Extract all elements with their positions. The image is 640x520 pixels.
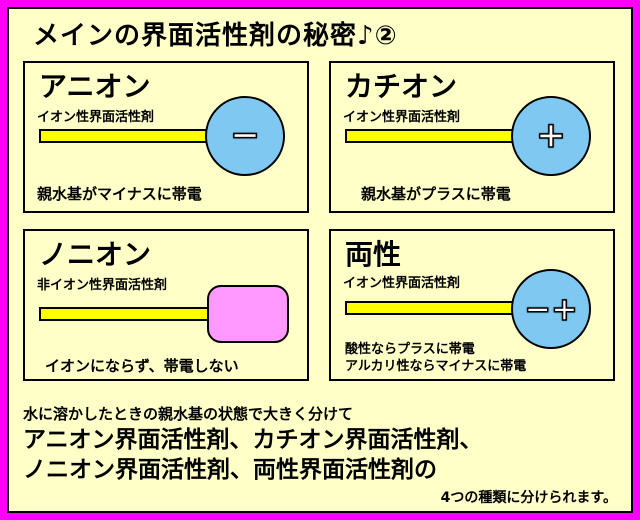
hydrophilic-head: − xyxy=(205,96,285,176)
hydrophobic-tail xyxy=(345,129,515,143)
content-area: メインの界面活性剤の秘密♪② アニオン イオン性界面活性剤 − 親水基がマイナス… xyxy=(7,7,633,513)
panel-note-line: アルカリ性ならマイナスに帯電 xyxy=(345,359,527,374)
minus-charge-icon: − xyxy=(229,115,261,156)
summary-conclusion: 4つの種類に分けられます。 xyxy=(440,490,617,506)
panel-note-line: 酸性ならプラスに帯電 xyxy=(345,342,475,357)
hydrophobic-tail xyxy=(345,301,515,315)
summary-line: ノニオン界面活性剤、両性界面活性剤の xyxy=(23,457,437,483)
summary-intro: 水に溶かしたときの親水基の状態で大きく分けて xyxy=(23,405,354,423)
panel-note: 酸性ならプラスに帯電 アルカリ性ならマイナスに帯電 xyxy=(345,341,526,375)
hydrophilic-head: + xyxy=(511,96,591,176)
panel-note: 親水基がマイナスに帯電 xyxy=(37,185,202,203)
hydrophilic-head: −+ xyxy=(511,269,591,349)
page-title: メインの界面活性剤の秘密♪② xyxy=(33,21,398,51)
panel-title: カチオン xyxy=(345,70,458,103)
panel-title: アニオン xyxy=(39,70,151,103)
summary-line: アニオン界面活性剤、カチオン界面活性剤、 xyxy=(23,427,483,453)
panel-title: ノニオン xyxy=(39,238,152,271)
panel-nonionic: ノニオン 非イオン性界面活性剤 イオンにならず、帯電しない xyxy=(23,229,309,381)
summary-main: アニオン界面活性剤、カチオン界面活性剤、 ノニオン界面活性剤、両性界面活性剤の xyxy=(23,425,483,485)
hydrophilic-head xyxy=(207,285,289,343)
panel-title: 両性 xyxy=(345,238,402,271)
panel-subtitle: イオン性界面活性剤 xyxy=(343,276,461,291)
panel-subtitle: イオン性界面活性剤 xyxy=(343,110,461,125)
panel-cationic: カチオン イオン性界面活性剤 + 親水基がプラスに帯電 xyxy=(329,61,615,213)
panel-subtitle: イオン性界面活性剤 xyxy=(37,110,155,125)
plus-charge-icon: + xyxy=(535,115,567,156)
panel-subtitle: 非イオン性界面活性剤 xyxy=(37,278,168,293)
panel-note: 親水基がプラスに帯電 xyxy=(361,185,511,203)
plus-minus-charge-icon: −+ xyxy=(523,290,578,328)
panel-note: イオンにならず、帯電しない xyxy=(45,357,239,375)
hydrophobic-tail xyxy=(39,129,209,143)
hydrophobic-tail xyxy=(39,307,209,321)
panel-amphoteric: 両性 イオン性界面活性剤 −+ 酸性ならプラスに帯電 アルカリ性ならマイナスに帯… xyxy=(329,229,615,381)
panel-anionic: アニオン イオン性界面活性剤 − 親水基がマイナスに帯電 xyxy=(23,61,309,213)
